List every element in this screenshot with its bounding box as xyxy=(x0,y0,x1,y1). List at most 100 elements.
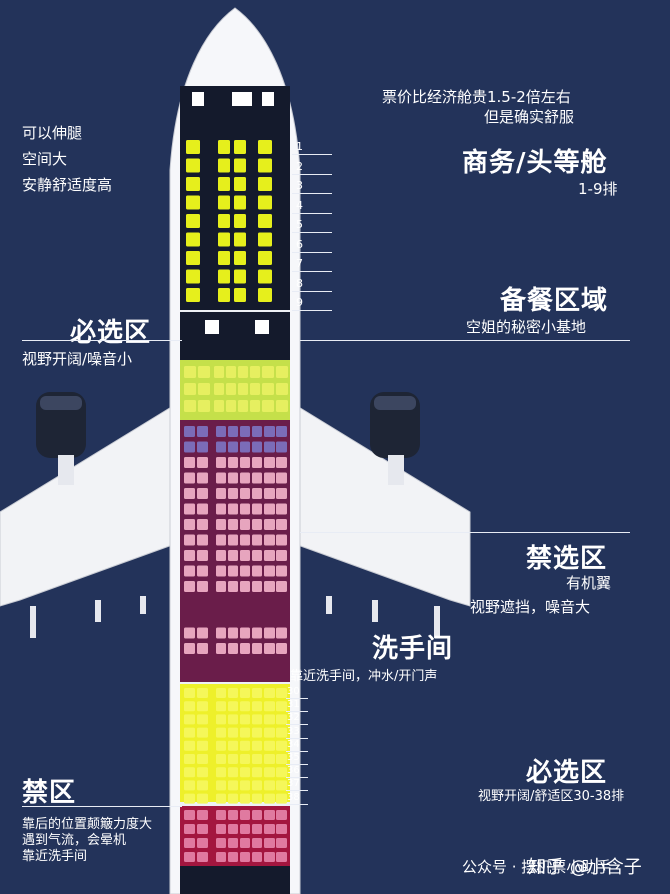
seat[interactable] xyxy=(184,457,195,468)
seat[interactable] xyxy=(218,214,230,228)
seat[interactable] xyxy=(258,232,272,247)
seat[interactable] xyxy=(252,714,262,725)
seat[interactable] xyxy=(184,534,195,546)
seat[interactable] xyxy=(184,441,195,453)
seat[interactable] xyxy=(252,727,262,738)
seat[interactable] xyxy=(184,565,195,577)
seat[interactable] xyxy=(197,754,208,764)
seat[interactable] xyxy=(276,581,287,592)
seat[interactable] xyxy=(276,627,287,639)
seat[interactable] xyxy=(276,503,287,515)
seat[interactable] xyxy=(252,488,262,499)
seat[interactable] xyxy=(216,534,226,546)
seat[interactable] xyxy=(184,426,195,437)
seat[interactable] xyxy=(197,852,208,862)
seat[interactable] xyxy=(218,140,230,154)
seat[interactable] xyxy=(276,488,287,499)
seat[interactable] xyxy=(262,400,274,412)
seat[interactable] xyxy=(184,714,195,725)
seat[interactable] xyxy=(234,288,246,302)
seat[interactable] xyxy=(184,550,195,561)
seat[interactable] xyxy=(216,565,226,577)
seat[interactable] xyxy=(216,581,226,592)
seat[interactable] xyxy=(216,488,226,499)
seat[interactable] xyxy=(228,852,238,862)
seat[interactable] xyxy=(234,269,246,284)
seat[interactable] xyxy=(234,140,246,154)
seat[interactable] xyxy=(252,534,262,546)
seat[interactable] xyxy=(258,195,272,210)
seat[interactable] xyxy=(252,519,262,530)
seat[interactable] xyxy=(240,824,250,834)
seat[interactable] xyxy=(197,488,208,499)
seat[interactable] xyxy=(228,780,238,791)
seat[interactable] xyxy=(198,400,210,412)
seat[interactable] xyxy=(240,688,250,698)
seat[interactable] xyxy=(240,519,250,530)
seat[interactable] xyxy=(197,701,208,712)
seat[interactable] xyxy=(228,581,238,592)
seat[interactable] xyxy=(240,457,250,468)
seat[interactable] xyxy=(184,627,195,639)
seat[interactable] xyxy=(240,740,250,751)
seat[interactable] xyxy=(216,740,226,751)
seat[interactable] xyxy=(252,581,262,592)
seat[interactable] xyxy=(184,780,195,791)
seat[interactable] xyxy=(240,793,250,804)
seat[interactable] xyxy=(184,824,195,834)
seat[interactable] xyxy=(276,534,287,546)
seat[interactable] xyxy=(197,824,208,834)
seat[interactable] xyxy=(184,519,195,530)
seat[interactable] xyxy=(252,740,262,751)
seat[interactable] xyxy=(228,810,238,820)
seat[interactable] xyxy=(276,701,287,712)
seat[interactable] xyxy=(184,701,195,712)
seat[interactable] xyxy=(264,534,275,546)
seat[interactable] xyxy=(186,158,200,173)
seat[interactable] xyxy=(218,195,230,210)
seat[interactable] xyxy=(264,503,275,515)
seat[interactable] xyxy=(184,688,195,698)
seat[interactable] xyxy=(197,767,208,778)
seat[interactable] xyxy=(184,472,195,484)
seat[interactable] xyxy=(184,810,195,820)
seat[interactable] xyxy=(228,426,238,437)
seat[interactable] xyxy=(186,214,200,228)
seat[interactable] xyxy=(252,472,262,484)
seat[interactable] xyxy=(197,810,208,820)
seat[interactable] xyxy=(228,838,238,848)
seat[interactable] xyxy=(264,472,275,484)
seat[interactable] xyxy=(216,780,226,791)
seat[interactable] xyxy=(197,503,208,515)
seat[interactable] xyxy=(252,767,262,778)
seat[interactable] xyxy=(276,838,287,848)
seat[interactable] xyxy=(184,383,196,395)
seat[interactable] xyxy=(252,550,262,561)
seat[interactable] xyxy=(252,426,262,437)
seat[interactable] xyxy=(228,441,238,453)
seat[interactable] xyxy=(240,727,250,738)
seat[interactable] xyxy=(276,688,287,698)
seat[interactable] xyxy=(252,441,262,453)
seat[interactable] xyxy=(252,457,262,468)
seat[interactable] xyxy=(228,701,238,712)
seat[interactable] xyxy=(264,754,275,764)
seat[interactable] xyxy=(184,366,196,378)
seat[interactable] xyxy=(197,441,208,453)
seat[interactable] xyxy=(264,565,275,577)
seat[interactable] xyxy=(197,534,208,546)
seat[interactable] xyxy=(252,688,262,698)
seat[interactable] xyxy=(240,503,250,515)
seat[interactable] xyxy=(184,727,195,738)
seat[interactable] xyxy=(258,140,272,154)
seat[interactable] xyxy=(197,780,208,791)
seat[interactable] xyxy=(184,767,195,778)
seat[interactable] xyxy=(216,457,226,468)
seat[interactable] xyxy=(197,550,208,561)
seat[interactable] xyxy=(228,627,238,639)
seat[interactable] xyxy=(264,488,275,499)
seat[interactable] xyxy=(197,426,208,437)
seat[interactable] xyxy=(264,767,275,778)
seat[interactable] xyxy=(240,472,250,484)
seat[interactable] xyxy=(216,767,226,778)
